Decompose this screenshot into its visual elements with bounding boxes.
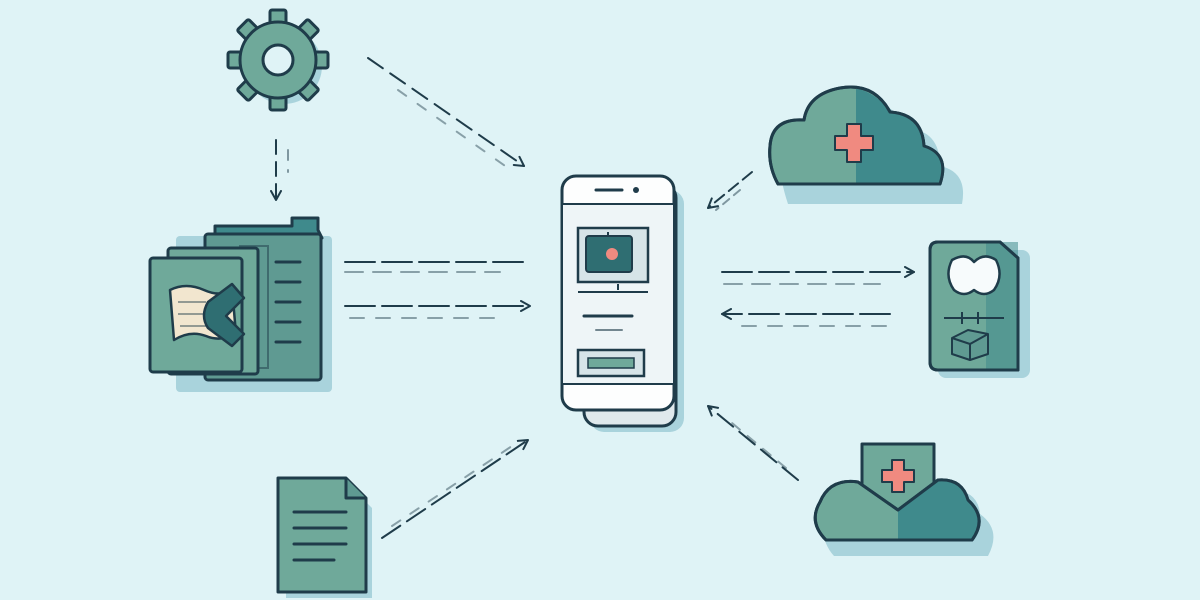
arrow-cloud-bottom-to-phone-echo bbox=[725, 417, 787, 469]
arrow-gear-to-phone-echo bbox=[397, 89, 509, 169]
medical-cloud-shield-icon bbox=[813, 442, 994, 556]
arrow-document-to-phone bbox=[381, 439, 529, 539]
medical-cloud-icon bbox=[768, 85, 964, 204]
arrow-gear-to-phone bbox=[367, 57, 525, 167]
medical-device-card-icon bbox=[928, 240, 1030, 378]
arrow-cloud-to-phone bbox=[707, 171, 753, 209]
arrow-cloud-to-phone-echo bbox=[715, 189, 741, 211]
folder-files-icon bbox=[148, 216, 332, 392]
arrow-document-to-phone-echo bbox=[391, 445, 513, 527]
document-icon bbox=[276, 476, 372, 598]
connectors bbox=[270, 57, 915, 539]
arrow-cloud-bottom-to-phone bbox=[707, 405, 799, 481]
smartphone-icon bbox=[560, 174, 684, 432]
gear-icon bbox=[226, 8, 330, 112]
